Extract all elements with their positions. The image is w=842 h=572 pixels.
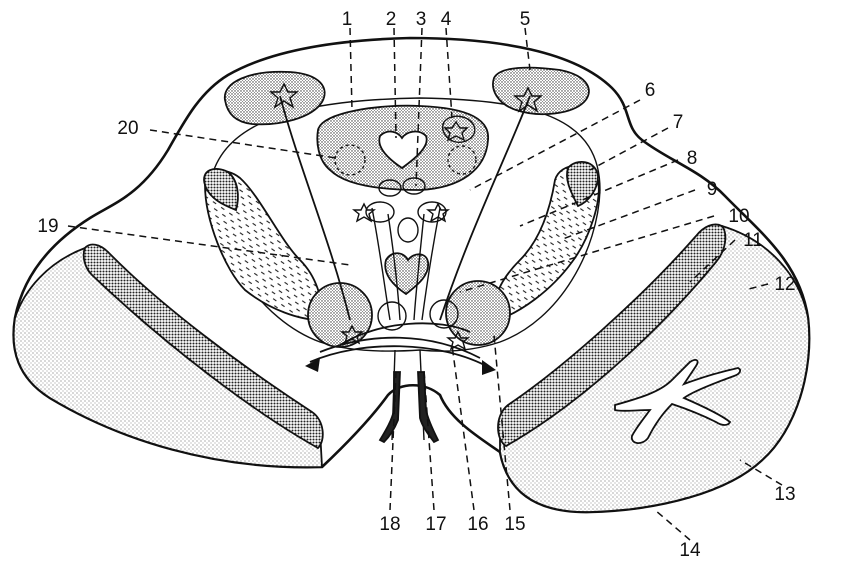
leader-lines xyxy=(67,27,783,541)
label-7: 7 xyxy=(673,112,684,133)
label-14: 14 xyxy=(679,540,701,561)
label-4: 4 xyxy=(441,9,452,30)
left-inner-nucleus xyxy=(377,301,407,331)
label-5: 5 xyxy=(520,9,531,30)
label-10: 10 xyxy=(728,206,749,227)
right-inner-nucleus xyxy=(429,299,459,329)
right-paired-nucleus xyxy=(402,177,426,195)
label-3: 3 xyxy=(416,9,427,30)
left-paired-nucleus xyxy=(378,179,402,197)
left-lateral-band xyxy=(203,168,239,212)
left-pontine-nucleus xyxy=(307,282,373,348)
nucleus-4-cluster xyxy=(442,115,476,143)
right-small-nucleus xyxy=(447,145,477,175)
label-9: 9 xyxy=(707,179,718,200)
number-labels: 1 2 3 4 5 6 7 8 9 10 11 12 13 14 15 16 1… xyxy=(37,9,795,561)
left-upper-midline-nucleus xyxy=(365,201,395,223)
tegmentum-region xyxy=(209,97,601,352)
label-19: 19 xyxy=(37,216,58,237)
label-18: 18 xyxy=(379,514,400,535)
nucleus-star-markers xyxy=(269,82,543,351)
label-17: 17 xyxy=(425,514,446,535)
aqueduct-heart xyxy=(378,130,428,170)
left-superior-lobule xyxy=(224,70,326,126)
central-heart-nucleus xyxy=(384,252,429,296)
label-8: 8 xyxy=(687,148,698,169)
label-16: 16 xyxy=(467,514,488,535)
label-15: 15 xyxy=(504,514,525,535)
label-20: 20 xyxy=(117,118,138,139)
right-cerebellar-cortex-band xyxy=(497,223,727,448)
right-lateral-band xyxy=(566,161,599,208)
label-2: 2 xyxy=(386,9,397,30)
left-small-nucleus xyxy=(334,144,366,176)
label-12: 12 xyxy=(774,274,795,295)
label-6: 6 xyxy=(645,80,656,101)
cerebellar-fold-structure xyxy=(614,359,741,444)
midline-lower-nucleus xyxy=(397,217,419,243)
label-1: 1 xyxy=(342,9,353,30)
label-11: 11 xyxy=(743,230,763,251)
left-cerebellar-cortex-band xyxy=(82,243,324,450)
label-13: 13 xyxy=(774,484,795,505)
left-nerve-root xyxy=(378,371,401,444)
right-superior-lobule xyxy=(492,66,590,116)
